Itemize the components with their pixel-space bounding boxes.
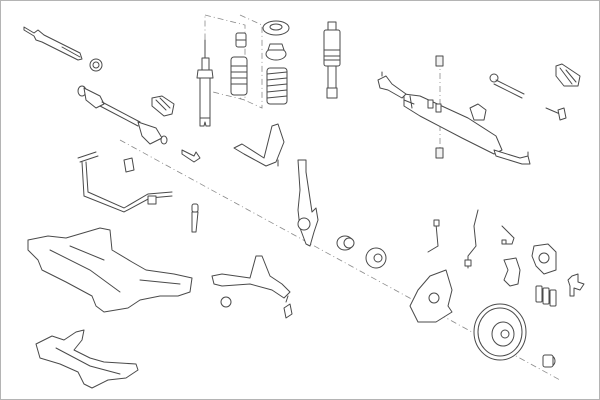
- coil-spring[interactable]: [266, 67, 288, 105]
- stabilizer-bar[interactable]: [77, 151, 173, 213]
- brake-pads[interactable]: [535, 285, 557, 307]
- hub-cap[interactable]: [542, 354, 556, 368]
- brake-caliper[interactable]: [531, 243, 557, 275]
- tie-rod-end-right[interactable]: [493, 149, 531, 165]
- pad-clip[interactable]: [567, 273, 585, 297]
- brake-hose[interactable]: [427, 219, 440, 253]
- spring-seat[interactable]: [265, 43, 287, 61]
- abs-sensor[interactable]: [464, 209, 479, 269]
- bump-stop[interactable]: [235, 32, 247, 48]
- subframe-lower[interactable]: [35, 329, 139, 389]
- tie-rod-end-left[interactable]: [377, 71, 407, 99]
- bolt[interactable]: [181, 149, 201, 163]
- wear-sensor[interactable]: [501, 225, 515, 245]
- caliper-bracket[interactable]: [503, 257, 521, 287]
- top-mount[interactable]: [262, 20, 290, 36]
- inner-tie-rod[interactable]: [489, 73, 525, 99]
- steering-knuckle[interactable]: [297, 159, 319, 247]
- dust-cover[interactable]: [230, 56, 248, 96]
- outer-tie-rod-end[interactable]: [545, 107, 567, 121]
- splash-shield[interactable]: [409, 269, 453, 323]
- cv-boot[interactable]: [151, 95, 175, 117]
- control-arm-bush[interactable]: [220, 296, 232, 308]
- stabilizer-link[interactable]: [191, 203, 199, 233]
- steering-boot[interactable]: [555, 63, 581, 87]
- rack-mount-bush-bottom[interactable]: [435, 147, 444, 159]
- upper-control-arm[interactable]: [233, 123, 285, 167]
- wheel-bearing[interactable]: [336, 235, 355, 251]
- lower-control-arm[interactable]: [211, 255, 291, 299]
- inner-drive-shaft[interactable]: [23, 26, 83, 61]
- rack-mount-bush-top[interactable]: [435, 55, 444, 67]
- shaft-seal[interactable]: [89, 58, 103, 72]
- shock-absorber[interactable]: [196, 39, 214, 127]
- wheel-hub[interactable]: [365, 247, 387, 269]
- air-strut[interactable]: [323, 21, 341, 99]
- steering-rack[interactable]: [403, 93, 503, 155]
- brake-disc[interactable]: [473, 303, 527, 361]
- ball-joint[interactable]: [283, 295, 293, 319]
- subframe[interactable]: [27, 227, 193, 313]
- stabilizer-bracket[interactable]: [123, 157, 135, 173]
- cv-drive-shaft[interactable]: [77, 85, 168, 145]
- spring-assembly-bracket-line: [239, 14, 263, 109]
